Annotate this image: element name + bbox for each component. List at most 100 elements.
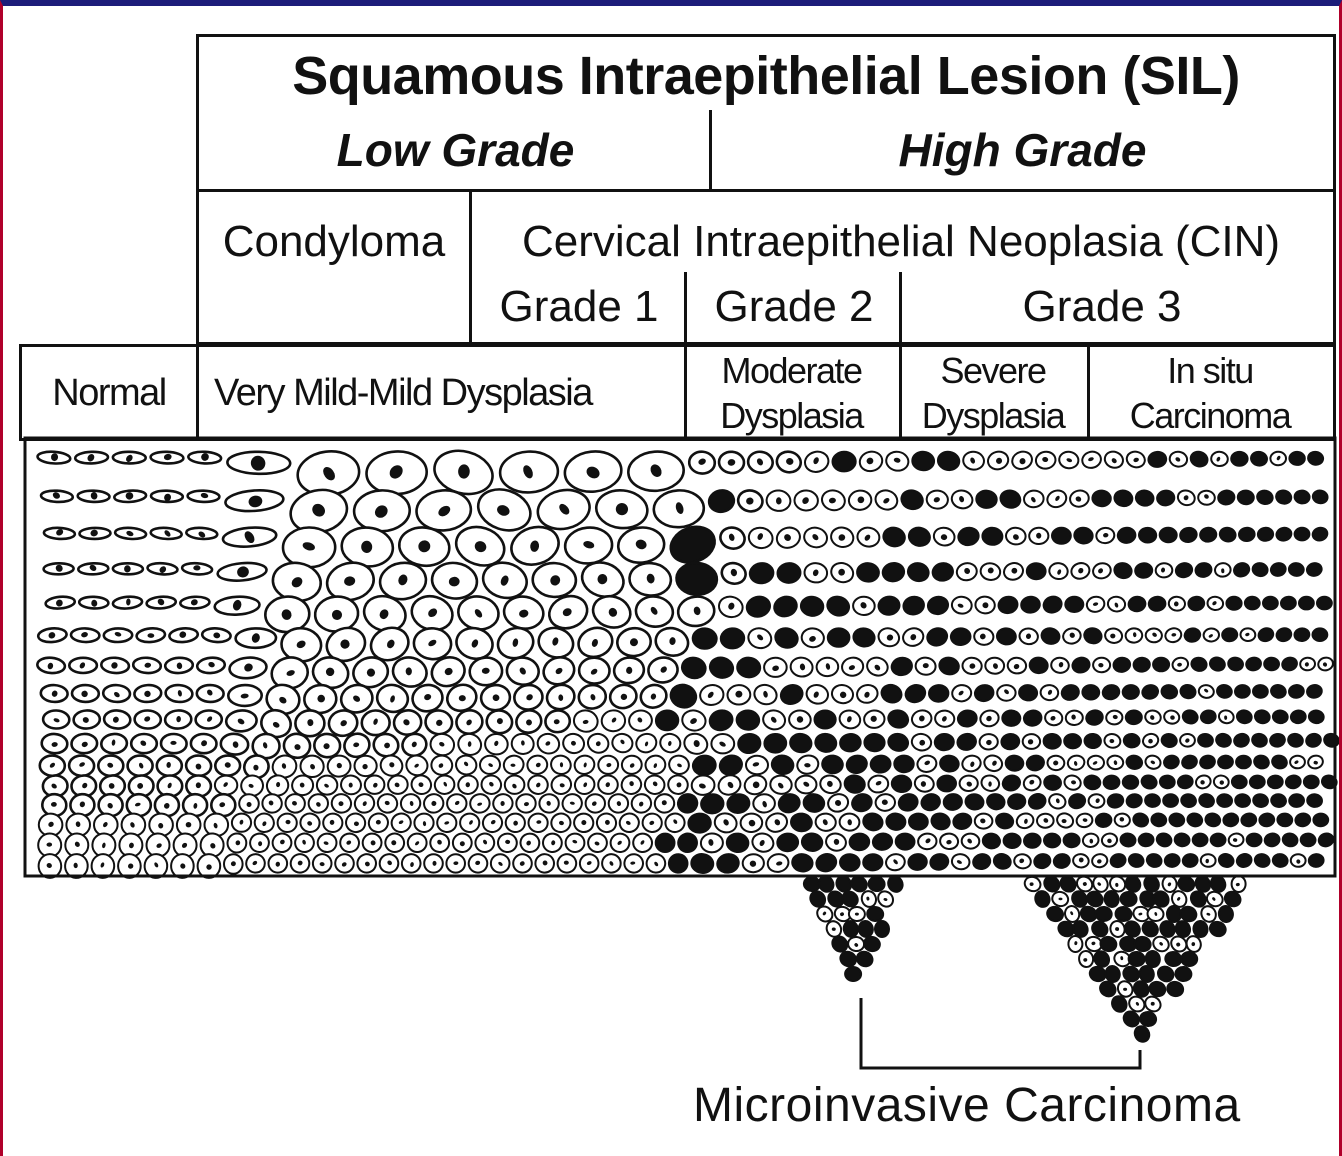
epithelial-cell	[1227, 656, 1244, 671]
epithelial-cell	[866, 906, 884, 922]
epithelial-cell	[1215, 732, 1233, 748]
epithelial-cell	[676, 792, 700, 815]
epithelial-cell	[1177, 774, 1194, 790]
epithelial-cell	[1323, 732, 1339, 748]
epithelial-cell	[1125, 754, 1143, 770]
epithelial-cell	[825, 594, 852, 619]
epithelial-cell	[1231, 452, 1247, 466]
epithelial-cell	[1233, 732, 1251, 748]
epithelial-cell	[1193, 833, 1208, 846]
epithelial-cell	[1236, 756, 1251, 769]
epithelial-cell	[1024, 833, 1042, 848]
epithelial-cell	[1252, 793, 1269, 808]
epithelial-cell	[1175, 966, 1193, 982]
epithelial-cell	[1179, 526, 1198, 543]
epithelial-cell	[1123, 733, 1140, 748]
epithelial-cell	[800, 596, 825, 618]
epithelial-cell	[937, 775, 956, 791]
epithelial-cell	[886, 708, 910, 730]
epithelial-cell	[934, 733, 954, 750]
epithelial-cell	[895, 833, 915, 850]
epithelial-cell	[1317, 832, 1335, 848]
epithelial-cell	[1275, 489, 1293, 506]
epithelial-cell	[985, 792, 1006, 811]
epithelial-cell	[726, 833, 749, 854]
epithelial-cell	[920, 792, 942, 812]
epithelial-cell	[1163, 754, 1180, 770]
epithelial-cell	[1067, 792, 1087, 810]
epithelial-cell	[1317, 597, 1332, 610]
epithelial-cell	[832, 451, 856, 471]
epithelial-cell	[1020, 596, 1040, 614]
epithelial-cell	[1153, 658, 1169, 672]
epithelial-cell	[1101, 684, 1120, 701]
epithelial-cell	[1253, 852, 1271, 868]
epithelial-cell	[864, 734, 885, 752]
epithelial-cell	[1216, 684, 1233, 700]
epithelial-cell	[1294, 528, 1309, 541]
epithelial-cell	[680, 655, 708, 680]
epithelial-cell	[1083, 626, 1104, 645]
epithelial-cell	[1270, 683, 1287, 699]
microinvasive-carcinoma-label: Microinvasive Carcinoma	[693, 1078, 1293, 1133]
epithelial-cell	[1226, 597, 1241, 610]
epithelial-cell	[897, 792, 920, 813]
epithelial-cell	[773, 626, 800, 651]
epithelial-cell	[1189, 450, 1210, 469]
epithelial-cell	[1133, 935, 1152, 953]
epithelial-cell	[1166, 905, 1181, 922]
cell-nucleus	[1123, 988, 1127, 991]
epithelial-cell	[1139, 527, 1157, 542]
epithelial-cell	[936, 450, 960, 472]
epithelial-cell	[1222, 628, 1238, 642]
epithelial-cell	[1306, 793, 1322, 807]
epithelial-cell	[870, 755, 891, 773]
epithelial-cell	[1071, 656, 1091, 675]
epithelial-cell	[1250, 775, 1265, 788]
epithelial-cell	[707, 708, 735, 733]
epithelial-cell	[1140, 773, 1159, 790]
epithelial-cell	[1218, 526, 1237, 543]
epithelial-cell	[1222, 812, 1239, 827]
epithelial-cell	[906, 561, 930, 583]
epithelial-cell	[1199, 527, 1217, 543]
epithelial-cell	[1022, 709, 1043, 728]
epithelial-cell	[1237, 490, 1254, 505]
epithelial-cell	[777, 562, 802, 584]
epithelial-cell	[877, 595, 900, 616]
epithelial-cell	[1253, 754, 1271, 771]
epithelial-cell	[964, 793, 984, 811]
epithelial-cell	[1231, 775, 1247, 789]
epithelial-cell	[1148, 451, 1167, 468]
epithelial-cell	[778, 682, 805, 707]
epithelial-cell	[971, 852, 992, 871]
epithelial-cell	[997, 595, 1019, 615]
epithelial-cell	[957, 526, 981, 547]
epithelial-cell	[956, 732, 978, 752]
epithelial-cell	[845, 967, 862, 982]
epithelial-cell	[1183, 627, 1201, 643]
epithelial-cell	[887, 732, 910, 753]
epithelial-cell	[717, 753, 744, 778]
epithelial-cell	[736, 710, 760, 731]
epithelial-cell	[994, 812, 1015, 831]
epithelial-cell	[1264, 832, 1281, 847]
epithelial-cell	[843, 774, 866, 795]
epithelial-cell	[1239, 527, 1255, 541]
epithelial-cell	[1192, 920, 1208, 938]
epithelial-cell	[692, 754, 717, 776]
epithelial-cell	[1174, 561, 1194, 579]
epithelial-cell	[676, 562, 718, 596]
epithelial-cell	[1312, 489, 1329, 504]
epithelial-cell	[996, 627, 1017, 645]
epithelial-cell	[1052, 528, 1071, 544]
epithelial-cell	[790, 812, 813, 832]
cell-nucleus	[921, 781, 926, 787]
cell-nucleus	[349, 783, 353, 788]
epithelial-cell	[1113, 489, 1134, 508]
cell-nucleus	[1110, 634, 1115, 639]
epithelial-cell	[842, 920, 859, 939]
epithelial-cell	[1294, 490, 1311, 505]
epithelial-cell	[777, 792, 802, 815]
